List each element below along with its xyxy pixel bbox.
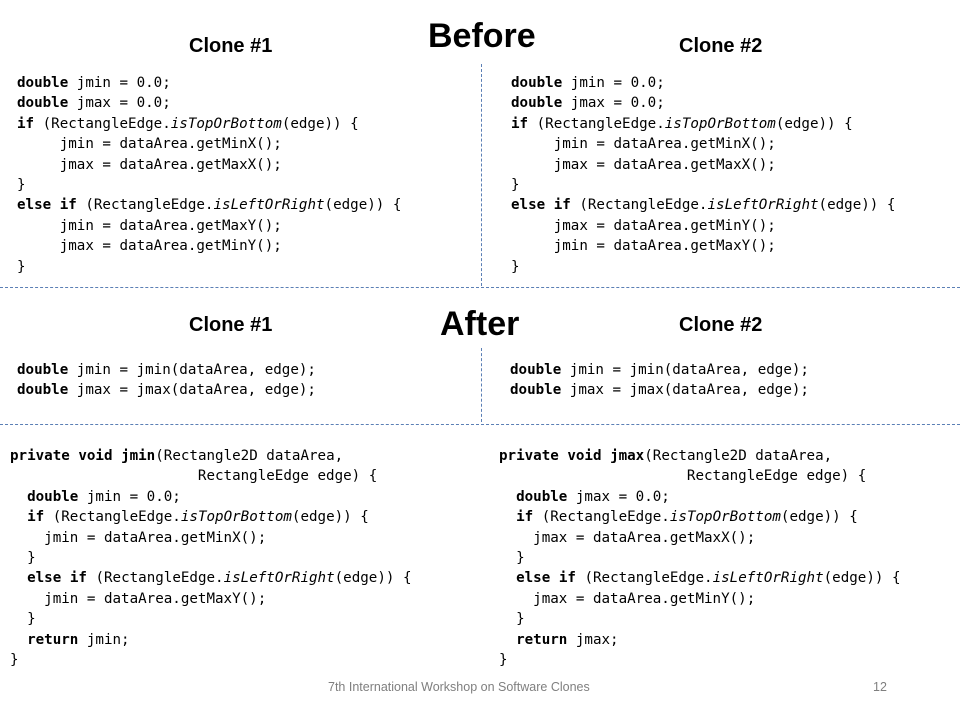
before-clone1-label: Clone #1 bbox=[189, 35, 273, 57]
code-line: if (RectangleEdge.isTopOrBottom(edge)) { bbox=[516, 509, 858, 526]
before-clone2-label: Clone #2 bbox=[679, 35, 763, 57]
code-line: double jmax = 0.0; bbox=[516, 488, 670, 505]
before-clone2-code: double jmin = 0.0; double jmax = 0.0; if (… bbox=[511, 73, 895, 277]
after-clone2-code: double jmin = jmin(dataArea, edge); doubl… bbox=[510, 360, 809, 401]
code-line: } bbox=[10, 549, 36, 566]
after-clone1-code: double jmin = jmin(dataArea, edge); doubl… bbox=[17, 360, 316, 401]
code-line: jmin = dataArea.getMaxY(); bbox=[10, 590, 267, 607]
code-line: double jmax = jmax(dataArea, edge); bbox=[17, 382, 316, 399]
code-line: jmax = dataArea.getMaxX(); bbox=[499, 529, 756, 546]
code-line: private void jmax(Rectangle2D dataArea, bbox=[499, 448, 833, 464]
code-line: double jmin = jmin(dataArea, edge); bbox=[510, 362, 809, 378]
code-line: double jmax = jmax(dataArea, edge); bbox=[510, 382, 809, 399]
after-vertical-divider bbox=[481, 348, 482, 422]
code-line: if (RectangleEdge.isTopOrBottom(edge)) { bbox=[511, 115, 853, 132]
code-line: return jmax; bbox=[516, 631, 619, 648]
code-line: double jmax = 0.0; bbox=[511, 95, 665, 112]
code-line: jmin = dataArea.getMaxY(); bbox=[17, 217, 282, 234]
code-line: double jmin = 0.0; bbox=[27, 488, 181, 505]
code-line: } bbox=[17, 258, 26, 275]
section-divider-bottom bbox=[0, 424, 960, 425]
code-line: jmax = dataArea.getMaxX(); bbox=[17, 156, 282, 173]
code-line: double jmin = 0.0; bbox=[17, 75, 171, 91]
code-line: jmax = dataArea.getMinY(); bbox=[499, 590, 756, 607]
after-clone1-label: Clone #1 bbox=[189, 314, 273, 336]
code-line: if (RectangleEdge.isTopOrBottom(edge)) { bbox=[17, 115, 359, 132]
code-line: } bbox=[511, 176, 520, 193]
code-line: double jmax = 0.0; bbox=[17, 95, 171, 112]
code-line: jmax = dataArea.getMaxX(); bbox=[511, 156, 776, 173]
before-clone1-code: double jmin = 0.0; double jmax = 0.0; if (… bbox=[17, 73, 401, 277]
code-line: jmin = dataArea.getMinX(); bbox=[10, 529, 267, 546]
footer-text: 7th International Workshop on Software C… bbox=[328, 680, 590, 694]
code-line: } bbox=[10, 611, 36, 628]
code-line: jmax = dataArea.getMinY(); bbox=[511, 217, 776, 234]
code-line: double jmin = 0.0; bbox=[511, 75, 665, 91]
code-line: else if (RectangleEdge.isLeftOrRight(edg… bbox=[511, 197, 896, 214]
code-line: jmin = dataArea.getMinX(); bbox=[511, 136, 776, 153]
code-line: } bbox=[499, 651, 508, 668]
before-title: Before bbox=[428, 17, 536, 55]
extracted-jmin-method: private void jmin(Rectangle2D dataArea, … bbox=[10, 446, 412, 670]
code-line: jmin = dataArea.getMaxY(); bbox=[511, 238, 776, 255]
code-line: private void jmin(Rectangle2D dataArea, bbox=[10, 448, 344, 464]
code-line: if (RectangleEdge.isTopOrBottom(edge)) { bbox=[27, 509, 369, 526]
code-line: else if (RectangleEdge.isLeftOrRight(edg… bbox=[17, 197, 402, 214]
code-line: } bbox=[499, 549, 525, 566]
code-line: } bbox=[10, 651, 19, 668]
extracted-jmax-method: private void jmax(Rectangle2D dataArea, … bbox=[499, 446, 901, 670]
code-line: RectangleEdge edge) { bbox=[499, 468, 867, 485]
code-line: } bbox=[499, 611, 525, 628]
code-line: else if (RectangleEdge.isLeftOrRight(edg… bbox=[27, 570, 412, 587]
code-line: RectangleEdge edge) { bbox=[10, 468, 378, 485]
after-clone2-label: Clone #2 bbox=[679, 314, 763, 336]
code-line: jmax = dataArea.getMinY(); bbox=[17, 238, 282, 255]
code-line: double jmin = jmin(dataArea, edge); bbox=[17, 362, 316, 378]
code-line: else if (RectangleEdge.isLeftOrRight(edg… bbox=[516, 570, 901, 587]
section-divider-top bbox=[0, 287, 960, 288]
page-number: 12 bbox=[873, 680, 887, 694]
code-line: jmin = dataArea.getMinX(); bbox=[17, 136, 282, 153]
after-title: After bbox=[440, 305, 520, 343]
code-line: } bbox=[17, 176, 26, 193]
code-line: return jmin; bbox=[27, 631, 130, 648]
before-vertical-divider bbox=[481, 64, 482, 286]
code-line: } bbox=[511, 258, 520, 275]
